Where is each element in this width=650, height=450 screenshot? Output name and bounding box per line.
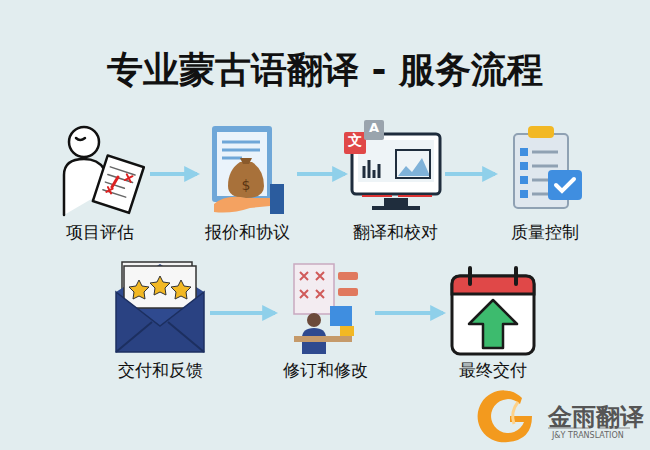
flow-arrow (375, 311, 443, 315)
logo-text: 金雨翻译 (548, 404, 644, 430)
step-label: 修订和修改 (277, 360, 373, 380)
feedback-icon (116, 262, 204, 352)
step-label: 最终交付 (445, 360, 541, 380)
flow-arrow (297, 172, 345, 176)
step-label: 项目评估 (52, 222, 148, 242)
final-delivery-icon (452, 268, 534, 354)
process-step: 修订和修改 (277, 262, 373, 380)
logo-subtext: J&Y TRANSLATION (552, 432, 624, 441)
assessment-icon (64, 127, 144, 215)
diagram-title: 专业蒙古语翻译 - 服务流程 (0, 48, 650, 92)
revision-icon (294, 264, 358, 354)
process-step: 交付和反馈 (112, 262, 208, 380)
flow-arrow (445, 172, 495, 176)
quality-icon (514, 126, 582, 208)
flow-arrow (150, 172, 197, 176)
flow-arrow (210, 311, 275, 315)
icon-glyph: 文 (348, 133, 362, 148)
process-step: 报价和协议 (199, 122, 295, 242)
step-label: 翻译和校对 (347, 222, 443, 242)
step-label: 质量控制 (497, 222, 593, 242)
svg-text:$: $ (242, 177, 251, 193)
translation-icon (344, 120, 440, 210)
step-label: 报价和协议 (199, 222, 295, 242)
step-label: 交付和反馈 (112, 360, 208, 380)
process-step: 项目评估 (52, 122, 148, 242)
process-step: 最终交付 (445, 262, 541, 380)
quote-icon: $ (212, 126, 284, 214)
icon-glyph: A (368, 121, 380, 135)
process-step: 质量控制 (497, 122, 593, 242)
